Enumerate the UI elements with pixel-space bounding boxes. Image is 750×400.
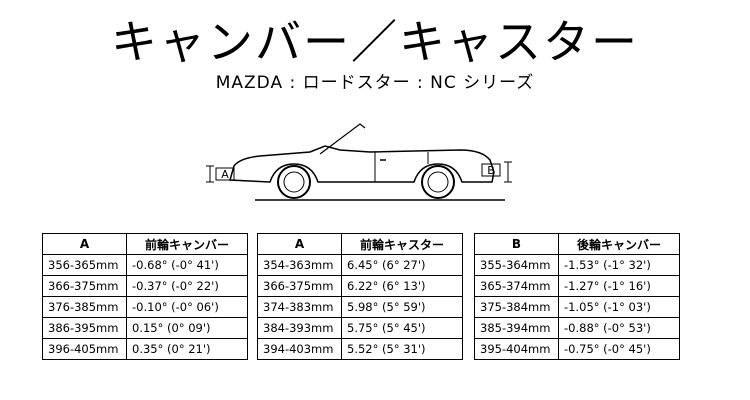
column-header: B [474, 233, 559, 255]
range-cell: 386-395mm [42, 317, 127, 339]
table-row: 366-375mm-0.37° (-0° 22') [42, 275, 248, 297]
page-subtitle: MAZDA : ロードスター : NC シリーズ [215, 73, 535, 93]
table-row: 355-364mm-1.53° (-1° 32') [474, 254, 680, 276]
column-header: 前輪キャンバー [126, 233, 248, 255]
range-cell: 366-375mm [42, 275, 127, 297]
value-cell: -0.88° (-0° 53') [558, 317, 680, 339]
table-row: 356-365mm-0.68° (-0° 41') [42, 254, 248, 276]
value-cell: 5.75° (5° 45') [341, 317, 463, 339]
range-cell: 394-403mm [257, 338, 342, 360]
rear-height-label: B [487, 164, 495, 177]
table-row: 395-404mm-0.75° (-0° 45') [474, 338, 680, 360]
table-header-row: B 後輪キャンバー [474, 233, 680, 255]
value-cell: 6.22° (6° 13') [341, 275, 463, 297]
value-cell: -0.10° (-0° 06') [126, 296, 248, 318]
range-cell: 354-363mm [257, 254, 342, 276]
value-cell: -0.37° (-0° 22') [126, 275, 248, 297]
front-camber-table: A 前輪キャンバー 356-365mm-0.68° (-0° 41') 366-… [42, 233, 248, 360]
car-diagram: A B [206, 123, 512, 201]
table-row: 375-384mm-1.05° (-1° 03') [474, 296, 680, 318]
range-cell: 366-375mm [257, 275, 342, 297]
value-cell: 6.45° (6° 27') [341, 254, 463, 276]
page-title: キャンバー／キャスター [111, 15, 639, 69]
range-cell: 376-385mm [42, 296, 127, 318]
table-header-row: A 前輪キャンバー [42, 233, 248, 255]
column-header: A [42, 233, 127, 255]
value-cell: 5.52° (5° 31') [341, 338, 463, 360]
range-cell: 385-394mm [474, 317, 559, 339]
table-row: 365-374mm-1.27° (-1° 16') [474, 275, 680, 297]
value-cell: -1.05° (-1° 03') [558, 296, 680, 318]
value-cell: -0.75° (-0° 45') [558, 338, 680, 360]
front-height-label: A [221, 168, 229, 181]
range-cell: 396-405mm [42, 338, 127, 360]
value-cell: -1.53° (-1° 32') [558, 254, 680, 276]
value-cell: 0.35° (0° 21') [126, 338, 248, 360]
range-cell: 375-384mm [474, 296, 559, 318]
table-row: 376-385mm-0.10° (-0° 06') [42, 296, 248, 318]
range-cell: 356-365mm [42, 254, 127, 276]
column-header: 後輪キャンバー [558, 233, 680, 255]
table-header-row: A 前輪キャスター [257, 233, 463, 255]
column-header: 前輪キャスター [341, 233, 463, 255]
value-cell: 5.98° (5° 59') [341, 296, 463, 318]
value-cell: -1.27° (-1° 16') [558, 275, 680, 297]
range-cell: 395-404mm [474, 338, 559, 360]
range-cell: 374-383mm [257, 296, 342, 318]
range-cell: 384-393mm [257, 317, 342, 339]
range-cell: 365-374mm [474, 275, 559, 297]
value-cell: 0.15° (0° 09') [126, 317, 248, 339]
range-cell: 355-364mm [474, 254, 559, 276]
column-header: A [257, 233, 342, 255]
value-cell: -0.68° (-0° 41') [126, 254, 248, 276]
rear-camber-table: B 後輪キャンバー 355-364mm-1.53° (-1° 32') 365-… [474, 233, 680, 360]
table-row: 385-394mm-0.88° (-0° 53') [474, 317, 680, 339]
